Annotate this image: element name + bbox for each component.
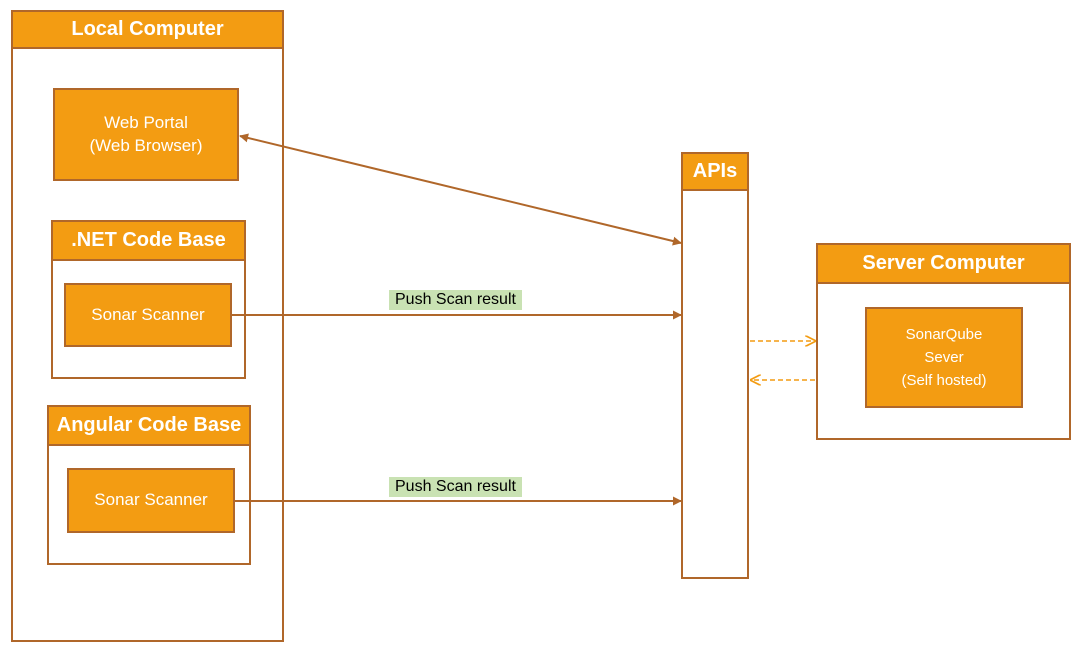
sever-label: Sever bbox=[924, 348, 964, 366]
sonarqube-server-node: SonarQube Sever (Self hosted) bbox=[865, 307, 1023, 408]
angular-codebase-title: Angular Code Base bbox=[56, 414, 242, 436]
web-browser-label: (Web Browser) bbox=[89, 135, 203, 155]
local-computer-header: Local Computer bbox=[11, 10, 284, 49]
apis-title: APIs bbox=[692, 160, 738, 182]
angular-sonar-scanner-label: Sonar Scanner bbox=[94, 490, 208, 510]
angular-sonar-scanner-node: Sonar Scanner bbox=[67, 468, 235, 533]
web-portal-label: Web Portal bbox=[104, 113, 188, 133]
self-hosted-label: (Self hosted) bbox=[901, 372, 987, 390]
apis-header: APIs bbox=[681, 152, 749, 191]
dotnet-push-label: Push Scan result bbox=[389, 290, 522, 310]
dotnet-sonar-scanner-label: Sonar Scanner bbox=[91, 304, 205, 324]
local-computer-title: Local Computer bbox=[71, 18, 224, 40]
webportal-apis-arrow bbox=[239, 133, 682, 246]
dotnet-codebase-header: .NET Code Base bbox=[51, 220, 246, 261]
dotnet-codebase-title: .NET Code Base bbox=[71, 229, 226, 251]
apis-container bbox=[681, 189, 749, 579]
server-computer-title: Server Computer bbox=[862, 252, 1025, 274]
dotnet-sonar-scanner-node: Sonar Scanner bbox=[64, 283, 232, 347]
server-computer-header: Server Computer bbox=[816, 243, 1071, 284]
sonarqube-label: SonarQube bbox=[905, 325, 983, 343]
angular-push-label: Push Scan result bbox=[389, 477, 522, 497]
web-portal-node: Web Portal (Web Browser) bbox=[53, 88, 239, 181]
angular-codebase-header: Angular Code Base bbox=[47, 405, 251, 446]
